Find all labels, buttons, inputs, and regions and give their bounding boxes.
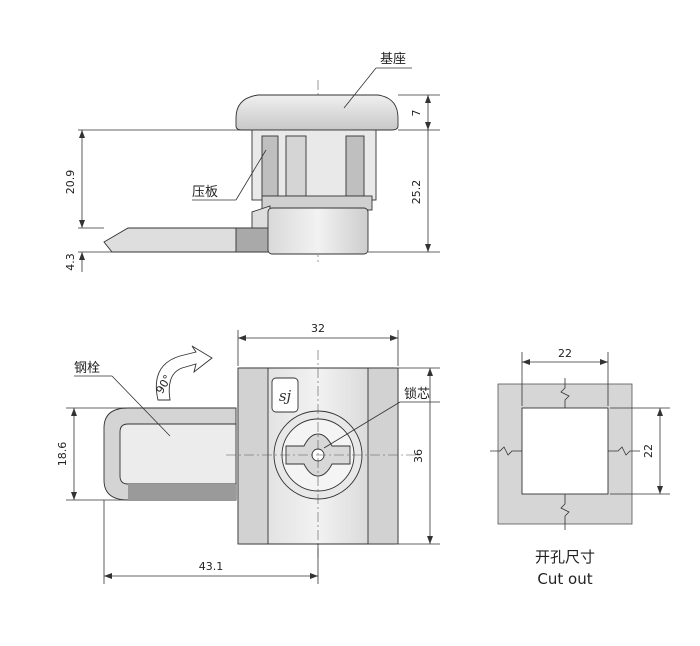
bolt-shadow — [128, 484, 236, 500]
dim-front-width: 32 — [311, 322, 325, 335]
brand-logo-text: sj — [279, 387, 292, 405]
side-view: 20.9 4.3 7 25.2 基座 压板 — [64, 52, 440, 272]
cutout-title-en: Cut out — [537, 570, 592, 588]
dim-cutout-width: 22 — [558, 347, 572, 360]
housing-left-face — [237, 367, 269, 545]
dim-side-tongue-thickness: 4.3 — [64, 253, 77, 271]
base-slot-right — [345, 135, 365, 197]
cutout-hole — [521, 407, 609, 495]
housing-right-face — [367, 367, 399, 545]
cutout-view: 22 22 开孔尺寸 Cut out — [490, 347, 670, 588]
label-lock-core: 锁芯 — [404, 386, 430, 402]
rotation-arrow-icon — [155, 345, 213, 401]
brand-logo — [271, 377, 299, 413]
lower-housing — [267, 207, 369, 255]
dim-side-top-height: 7 — [410, 110, 423, 117]
dim-side-total-height: 20.9 — [64, 170, 77, 195]
dim-front-bolt-height: 18.6 — [56, 442, 69, 467]
base-cap — [235, 94, 399, 131]
dim-side-body-height: 25.2 — [410, 180, 423, 205]
front-view: sj 90° 32 36 18.6 — [56, 322, 440, 584]
dim-cutout-height: 22 — [642, 444, 655, 458]
dim-front-height: 36 — [412, 449, 425, 463]
label-bolt: 钢栓 — [74, 361, 100, 376]
dim-front-total-width: 43.1 — [199, 560, 224, 573]
cutout-title-cn: 开孔尺寸 — [535, 548, 595, 566]
label-base: 基座 — [380, 52, 406, 67]
label-pressure-plate: 压板 — [192, 185, 218, 200]
base-slot-mid — [285, 135, 307, 197]
base-slot-left — [261, 135, 279, 197]
bolt-face — [119, 423, 237, 485]
